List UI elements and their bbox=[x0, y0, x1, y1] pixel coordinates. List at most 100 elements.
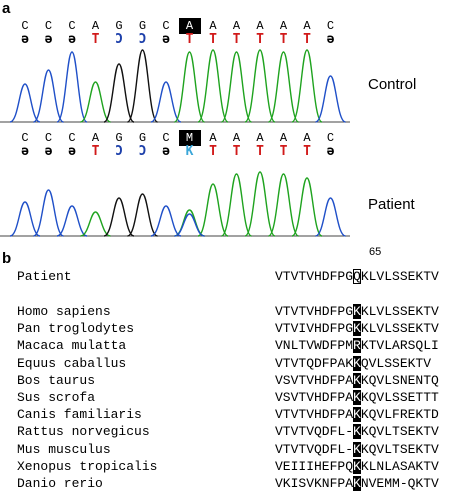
patient-base-call: C bbox=[68, 131, 76, 145]
control-quality-mark: T bbox=[209, 32, 217, 47]
control-base-call: C bbox=[44, 19, 53, 33]
control-base-call: A bbox=[232, 19, 241, 33]
residue-65: Q bbox=[353, 269, 361, 284]
residue-65: R bbox=[353, 338, 361, 354]
patient-base-call: G bbox=[115, 131, 123, 145]
control-base-call: C bbox=[21, 19, 29, 33]
patient-base-call: C bbox=[162, 131, 170, 145]
control-quality-mark: T bbox=[232, 32, 241, 47]
species-name: Danio rerio bbox=[17, 476, 103, 491]
trace-peak bbox=[80, 81, 111, 123]
trace-peak bbox=[33, 69, 64, 123]
control-base-call: A bbox=[91, 19, 100, 33]
sequence-segment: VTVIVHDFPGKKLVLSSEKTV bbox=[275, 320, 439, 337]
trace-peak bbox=[126, 49, 159, 123]
control-quality-mark: ə bbox=[326, 32, 335, 47]
trace-peak bbox=[197, 49, 229, 123]
trace-peak bbox=[244, 49, 276, 123]
sequence-before: VTVTVHDFPG bbox=[275, 304, 354, 319]
sequence-segment: VTVTQDFPAKKQVLSSEKTV bbox=[275, 355, 431, 372]
species-name: Canis familiaris bbox=[17, 407, 142, 423]
patient-quality-mark: Ɔ bbox=[138, 144, 147, 159]
sequence-segment: VNLTVWDFPMRKTVLARSQLI bbox=[275, 337, 439, 354]
sequence-after: KQVLSNENTQ bbox=[360, 372, 439, 388]
patient-base-call: M bbox=[178, 130, 201, 146]
control-chromatogram bbox=[0, 49, 350, 123]
sequence-after: KQVLTSEKTV bbox=[360, 424, 439, 440]
trace-peak bbox=[267, 173, 300, 237]
trace-peak bbox=[9, 201, 41, 237]
residue-65: K bbox=[353, 424, 361, 440]
trace-peak bbox=[315, 197, 346, 237]
sequence-segment: VSVTVHDFPAKKQVLSSETTT bbox=[275, 389, 439, 406]
control-base-call: A bbox=[256, 19, 264, 33]
patient-base-call: A bbox=[303, 131, 311, 145]
control-quality-mark: ə bbox=[162, 32, 170, 47]
sequence-segment: VTVTVHDFPGQKLVLSSEKTV bbox=[275, 268, 439, 285]
patient-quality-mark: ə bbox=[162, 144, 170, 159]
control-quality-mark: ə bbox=[44, 32, 53, 47]
alignment-row: Pan troglodytes VTVIVHDFPGKKLVLSSEKTV bbox=[0, 320, 474, 337]
patient-quality-mark: T bbox=[303, 144, 311, 159]
trace-peak bbox=[267, 51, 300, 123]
control-quality-mark: Ɔ bbox=[115, 32, 123, 47]
trace-peak bbox=[150, 81, 182, 123]
residue-65: K bbox=[353, 372, 361, 388]
control-quality-mark: T bbox=[303, 32, 311, 47]
patient-quality-mark: ə bbox=[68, 144, 76, 159]
sequence-after: KQVLTSEKTV bbox=[360, 441, 439, 457]
sequence-before: VKISVKNFPA bbox=[275, 476, 354, 491]
sequence-before: VTVTVHDFPG bbox=[275, 269, 354, 284]
control-base-call: C bbox=[326, 19, 335, 33]
residue-65: K bbox=[353, 441, 361, 457]
sequence-segment: VEIIIHEFPQKKLNLASAKTV bbox=[275, 458, 439, 475]
patient-chromatogram bbox=[0, 171, 350, 237]
trace-peak bbox=[103, 197, 135, 237]
patient-quality-mark: T bbox=[232, 144, 241, 159]
trace-peak bbox=[220, 51, 253, 123]
patient-base-call: A bbox=[279, 131, 288, 145]
trace-secondary-peak bbox=[174, 213, 205, 237]
trace-peak bbox=[315, 75, 346, 123]
patient-quality-mark: ə bbox=[326, 144, 335, 159]
residue-65: K bbox=[353, 476, 361, 491]
residue-65: K bbox=[353, 458, 361, 474]
control-base-call: A bbox=[178, 18, 201, 34]
residue-65: K bbox=[353, 390, 361, 405]
sequence-before: VTVTQDFPAK bbox=[275, 355, 354, 371]
control-quality-mark: T bbox=[91, 32, 100, 47]
patient-quality-mark: Ɔ bbox=[115, 144, 123, 159]
patient-quality-mark: T bbox=[256, 144, 264, 159]
sequence-before: VTVTVQDFL- bbox=[275, 441, 354, 457]
patient-base-call: C bbox=[326, 131, 335, 145]
sequence-after: KLNLASAKTV bbox=[360, 458, 439, 474]
trace-peak bbox=[56, 51, 88, 123]
residue-65: K bbox=[353, 407, 361, 423]
trace-peak bbox=[291, 177, 323, 237]
sequence-before: VSVTVHDFPA bbox=[275, 390, 354, 405]
trace-peak bbox=[33, 189, 64, 237]
patient-base-call: G bbox=[138, 131, 147, 145]
species-name: Equus caballus bbox=[17, 355, 127, 371]
species-name: Pan troglodytes bbox=[17, 321, 135, 337]
sequence-before: VTVTVHDFPA bbox=[275, 407, 354, 423]
trace-peak bbox=[9, 83, 41, 123]
panel-a-label: a bbox=[2, 0, 11, 17]
sequence-segment: VKISVKNFPAKNVEMM-QKTV bbox=[275, 475, 439, 492]
patient-base-call: A bbox=[91, 131, 100, 145]
patient-quality-mark: ə bbox=[44, 144, 53, 159]
residue-65: K bbox=[353, 355, 361, 371]
sequence-before: VNLTVWDFPM bbox=[275, 338, 354, 354]
patient-base-call: C bbox=[21, 131, 29, 145]
control-base-call: A bbox=[209, 19, 217, 33]
residue-position-label: 65 bbox=[369, 246, 382, 258]
patient-quality-mark: T bbox=[279, 144, 288, 159]
